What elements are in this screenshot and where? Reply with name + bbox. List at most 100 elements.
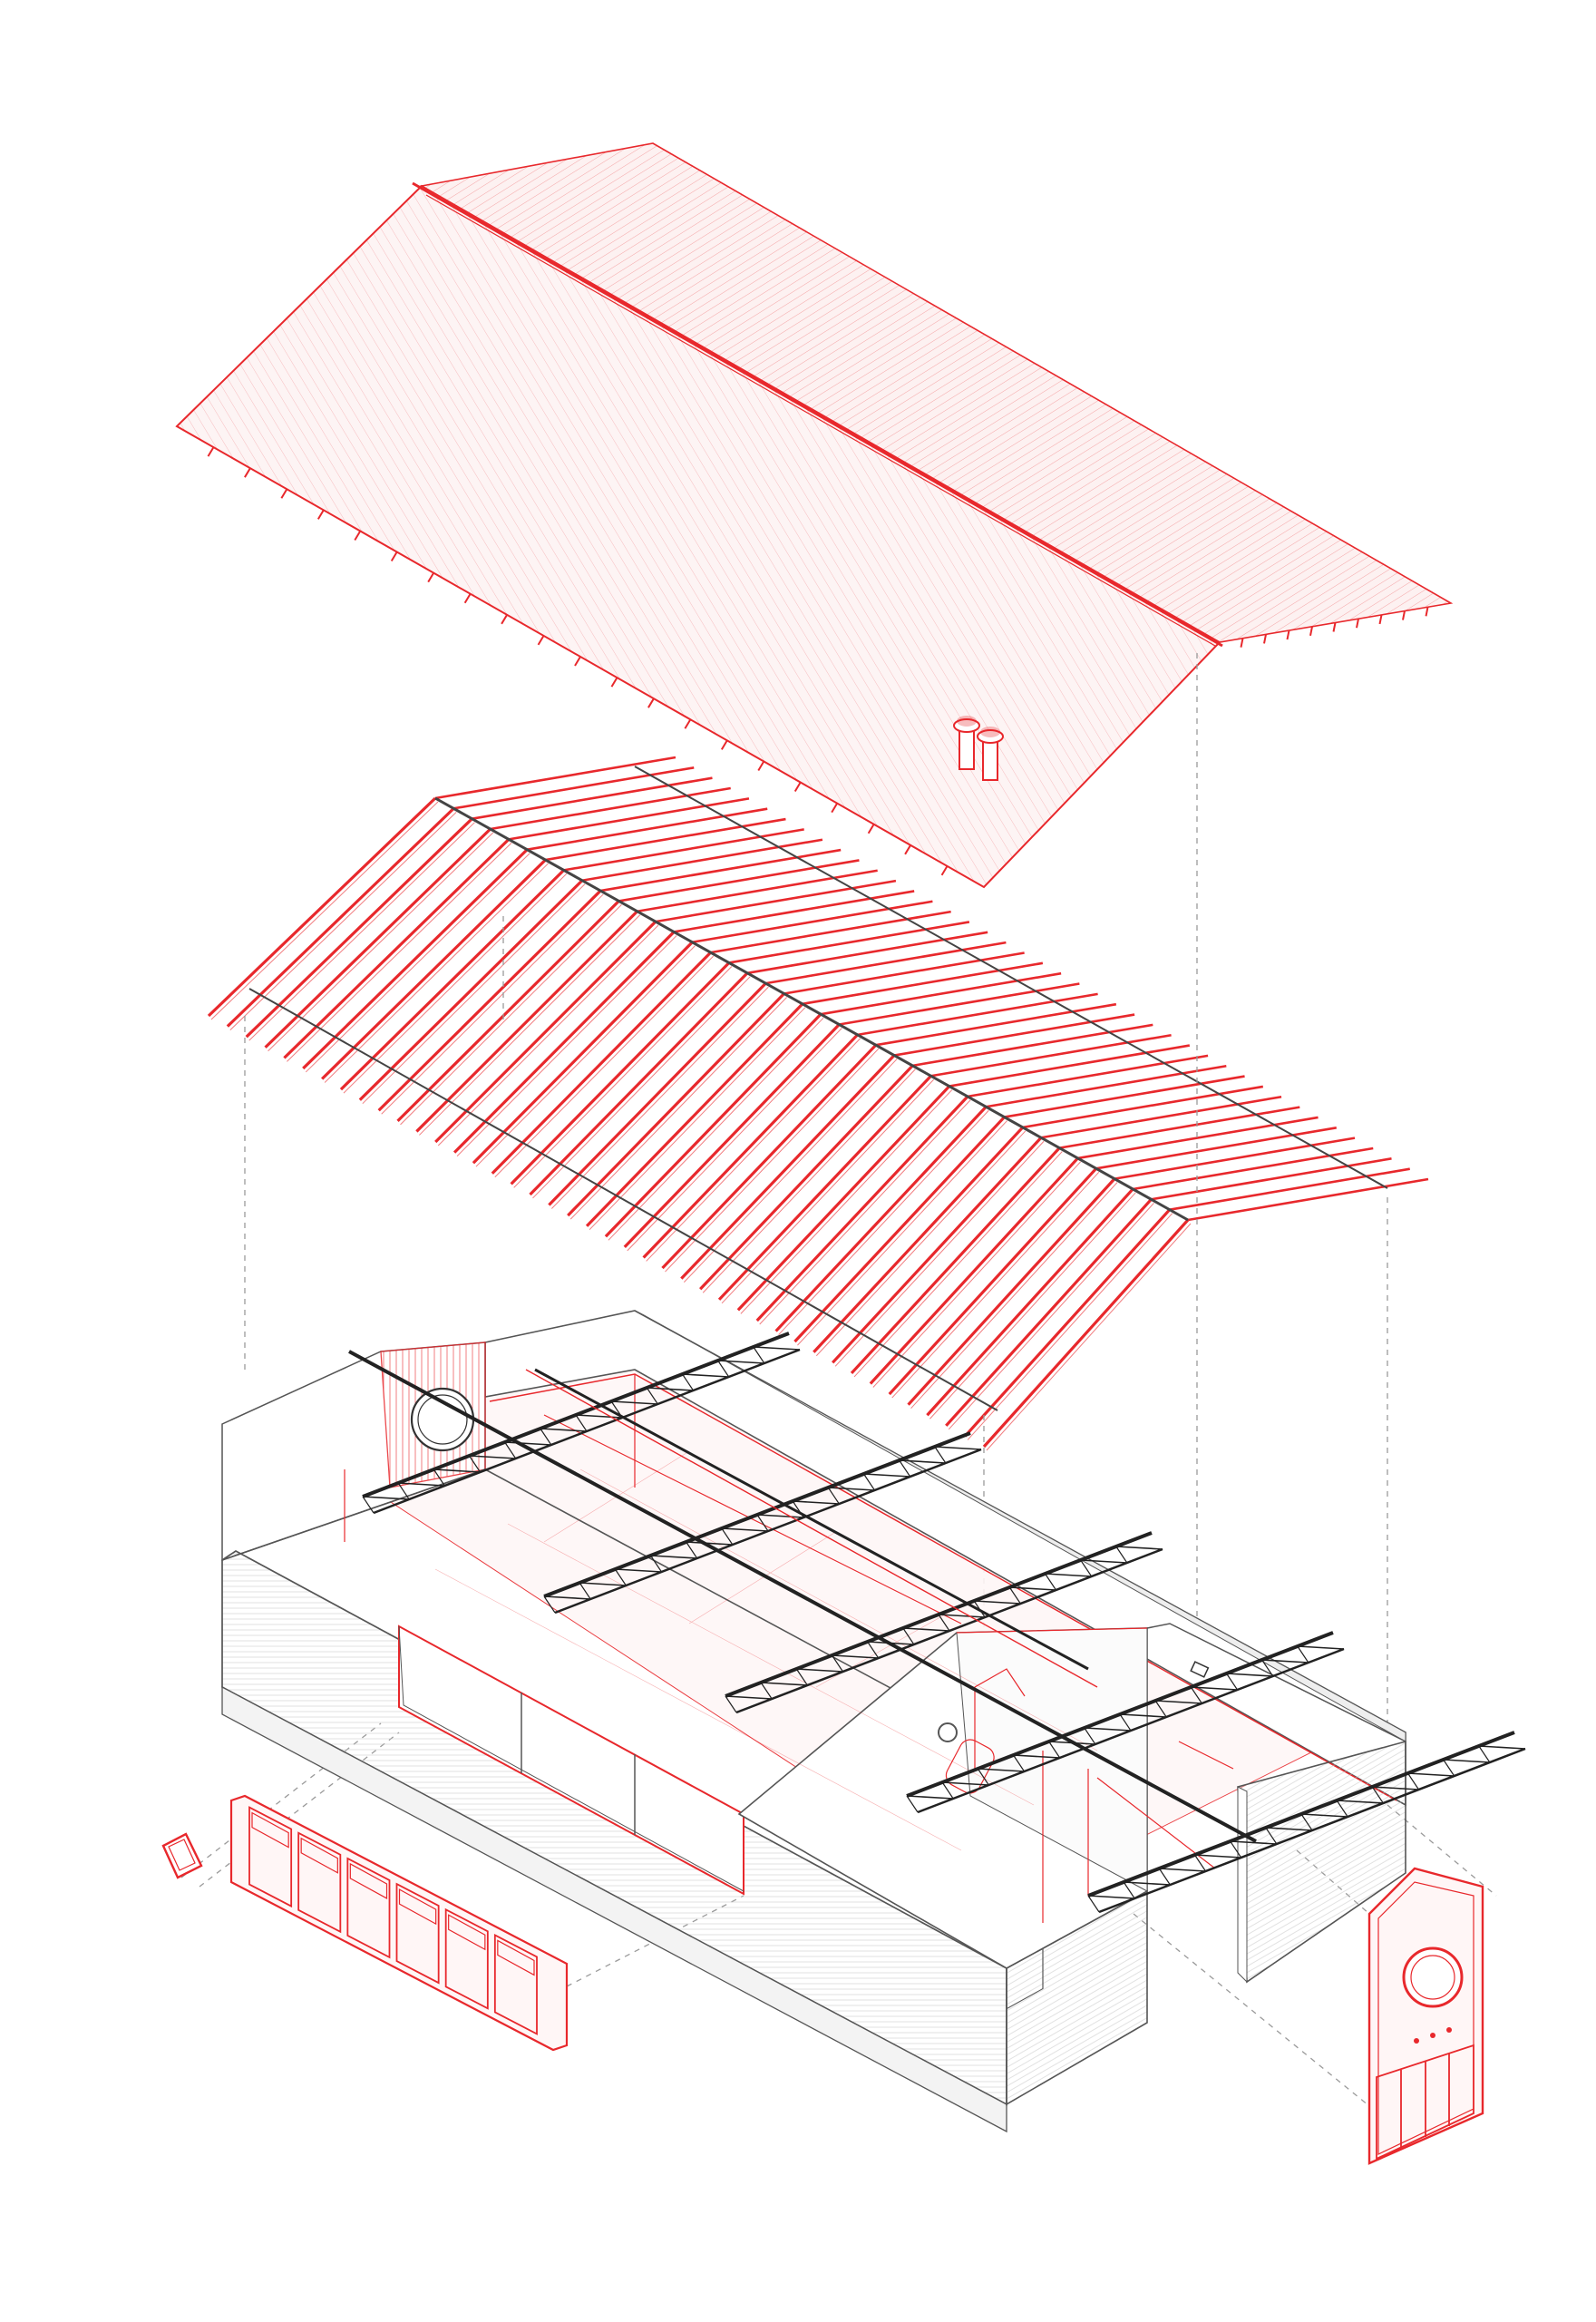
rafter-front [926,1187,1134,1417]
rafter-front-edge [646,1038,861,1262]
truss-web [902,1627,915,1645]
roof-drip [207,446,215,457]
rafter-back [746,931,988,975]
truss-web [828,1487,875,1491]
rafter-front [831,1137,1043,1364]
door-transom [349,1862,388,1899]
truss-web [540,1428,552,1446]
rafter-back [563,828,804,872]
truss-web [1080,1559,1093,1577]
rafter-back [802,961,1044,1006]
roof-drip [390,551,398,562]
truss-web [863,1473,910,1478]
truss-web [725,1695,737,1713]
truss-web [832,1654,879,1659]
truss-web [1154,1700,1167,1718]
rafter-front-edge [929,1192,1136,1420]
rafter-front-edge [683,1059,898,1283]
truss-web [469,1455,516,1459]
rafter-front [339,869,565,1091]
truss-web [1372,1786,1419,1790]
truss-web [575,1414,588,1432]
roof-drip [793,782,802,793]
rafter-front [869,1156,1079,1385]
truss-web [397,1482,410,1500]
truss-web [1190,1686,1202,1704]
truss-web [543,1595,556,1614]
rafter-back [599,848,842,893]
truss-web [1230,1840,1242,1859]
rafter-front-edge [986,1223,1192,1451]
rafter-front [207,796,437,1018]
rafter-front [642,1033,859,1259]
truss-web [1115,1546,1163,1550]
rafter-front [736,1085,950,1312]
truss-web [1008,1586,1021,1605]
door-transom [251,1811,289,1849]
rafter-front-edge [891,1171,1100,1399]
rafter-front-edge [948,1202,1154,1430]
truss-web [1194,1854,1206,1872]
truss-web [1337,1800,1384,1804]
rafter-front-edge [910,1182,1118,1409]
truss-web [1300,1813,1313,1831]
rafter-front [774,1106,988,1332]
rafter-back [949,1044,1191,1088]
truss-web [760,1682,773,1700]
truss-web [795,1668,808,1686]
tie-rod-red [525,1369,1098,1688]
truss-web [1265,1827,1313,1831]
truss-web [504,1441,551,1446]
rafter-front-edge [569,997,787,1220]
rafter-front [529,971,749,1196]
rafter-front [396,900,620,1122]
rafter-front-edge [532,976,751,1199]
rafter-front-edge [381,893,604,1115]
truss-web [504,1441,517,1459]
rafter-front-edge [305,853,530,1073]
rafter-back [490,786,731,831]
rafter-front-edge [456,935,677,1156]
truss-web [1478,1745,1526,1750]
rafter-front-edge [797,1120,1007,1346]
roof-drip [501,614,508,625]
truss-web [1297,1645,1345,1650]
truss-web [867,1641,880,1659]
back-purlin [634,766,1388,1189]
rafter-back [1169,1167,1410,1211]
gable-round-window-icon [410,1387,475,1452]
building-shell-layer [221,1310,1406,2133]
truss-web [1048,1741,1061,1759]
truss-web [902,1627,950,1632]
rafter-back [1114,1137,1356,1180]
rafter-front [793,1116,1006,1343]
rafter-front-edge [872,1161,1081,1388]
rafter-back [1059,1106,1300,1149]
truss-web [647,1387,694,1391]
roof-vent-icon [953,716,1004,781]
truss-web [1443,1759,1455,1777]
roof-drip [1263,634,1267,644]
rafter-back [986,1064,1227,1108]
truss-web [938,1614,950,1632]
truss-web [1261,1659,1274,1677]
truss-web [1297,1645,1309,1663]
rafter-back [839,982,1080,1026]
rafter-back [1095,1127,1337,1170]
rafter-back [967,1054,1209,1098]
truss-web [1084,1727,1096,1745]
truss-web [579,1582,627,1586]
rafter-front [321,858,547,1080]
partition-round-window-icon [938,1722,958,1742]
door-leaf [493,1933,538,2035]
truss-web [575,1414,623,1419]
roof-drip [720,739,728,750]
rafter-front [548,982,767,1206]
roof-drip [574,656,581,667]
roof-drip [1378,614,1383,625]
roof-drip [1356,619,1359,629]
truss-web [1230,1840,1277,1845]
roof-drip [280,488,288,499]
truss-web [362,1496,410,1500]
rafter-back [673,890,915,933]
